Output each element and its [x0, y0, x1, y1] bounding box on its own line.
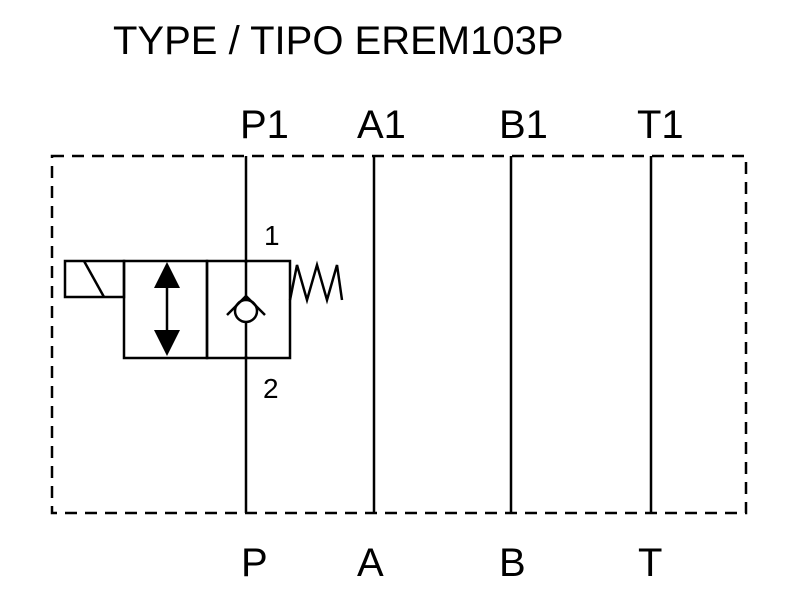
spring-icon	[288, 260, 344, 305]
valve-port-1-label: 1	[264, 220, 280, 251]
port-label-a1: A1	[357, 103, 406, 147]
port-label-b1: B1	[499, 103, 548, 147]
valve-position-box-right	[205, 259, 292, 360]
port-label-p1: P1	[240, 103, 289, 147]
port-label-p: P	[241, 541, 268, 585]
double-arrow-icon	[154, 262, 180, 356]
valve-port-2-label: 2	[263, 373, 279, 404]
valve-body-outline	[50, 154, 748, 515]
check-valve-icon	[226, 295, 266, 324]
solenoid-icon	[63, 259, 126, 299]
port-label-a: A	[357, 541, 384, 585]
port-label-t: T	[638, 541, 662, 585]
port-label-t1: T1	[637, 103, 684, 147]
diagram-title: TYPE / TIPO EREM103P	[113, 19, 564, 63]
port-label-b: B	[499, 541, 526, 585]
